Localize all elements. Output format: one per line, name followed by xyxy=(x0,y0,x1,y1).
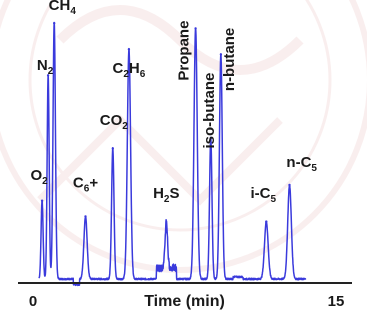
peak-label-2: N2 xyxy=(37,57,54,77)
peak-2 xyxy=(46,74,50,77)
peak-label-1: O2 xyxy=(30,167,48,187)
chromatogram-trace xyxy=(38,21,307,287)
peak-1 xyxy=(40,199,44,202)
peak-label-6: C2H6 xyxy=(112,60,145,80)
watermark-seal xyxy=(0,0,367,273)
peak-label-9: n-C5 xyxy=(286,154,317,174)
peak-3 xyxy=(53,22,56,25)
peak-label-8: i-C5 xyxy=(251,185,277,205)
peak-12 xyxy=(288,183,291,187)
peak-4 xyxy=(84,215,87,218)
peak-10 xyxy=(219,53,223,56)
peak-6 xyxy=(127,48,131,51)
peak-8 xyxy=(194,27,197,30)
x-tick-label: 15 xyxy=(328,293,345,310)
peak-label-3: CH4 xyxy=(49,0,77,17)
x-tick-label: 0 xyxy=(29,293,37,310)
peak-label-7: H2S xyxy=(153,185,179,205)
x-axis-label: Time (min) xyxy=(144,293,225,310)
peak-label-vertical-1: Propane xyxy=(176,21,193,81)
peak-5 xyxy=(111,147,115,150)
peak-label-vertical-2: iso-butane xyxy=(201,73,218,149)
peak-9 xyxy=(209,136,212,140)
peak-7 xyxy=(165,230,168,234)
plot-area xyxy=(38,21,307,287)
peak-11 xyxy=(265,220,268,223)
peak-label-5: CO2 xyxy=(100,112,129,132)
peak-label-4: C6+ xyxy=(73,175,98,195)
peak-label-vertical-3: n-butane xyxy=(221,28,238,91)
x-axis: 0 15 Time (min) xyxy=(18,282,352,310)
